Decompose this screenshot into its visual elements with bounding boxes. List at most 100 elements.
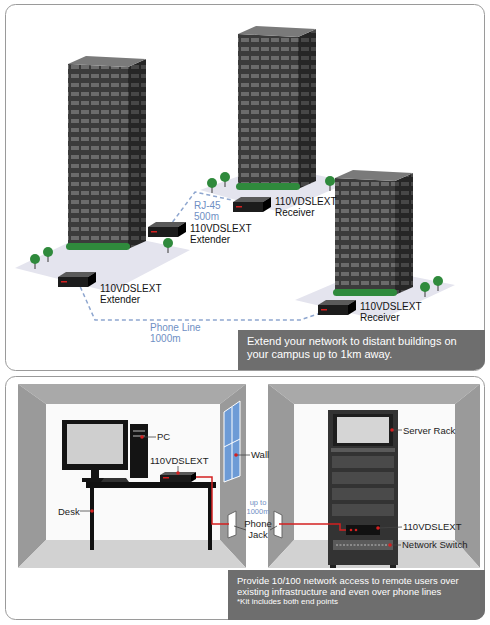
leader-dot	[390, 428, 394, 432]
building-roof	[238, 26, 316, 37]
device-light	[151, 231, 157, 233]
room-wall	[220, 384, 246, 568]
caption-text: Extend your network to distant buildings…	[247, 335, 476, 361]
part-label: Phone Jack	[243, 518, 273, 540]
caption-banner: Extend your network to distant buildings…	[238, 330, 485, 370]
monitor-stand	[91, 470, 99, 478]
part-label: Wall	[251, 449, 269, 460]
leader-dot	[388, 543, 392, 547]
device-box: 110VDSLEXT Extender	[58, 272, 96, 287]
device-box: 110VDSLEXT Extender	[148, 222, 186, 237]
link-label: RJ-45 500m	[194, 200, 228, 222]
caption-banner: Provide 10/100 network access to remote …	[228, 570, 485, 620]
tree-crown	[207, 178, 217, 188]
building-side	[395, 173, 413, 295]
network-switch	[333, 540, 393, 550]
part-label: 110VDSLEXT	[150, 455, 208, 466]
device-icon	[58, 272, 96, 287]
device-icon	[318, 300, 356, 315]
server-rack	[328, 410, 398, 565]
building-side	[298, 29, 316, 189]
rack-device	[346, 525, 380, 535]
building-front	[335, 178, 395, 295]
device-icon	[148, 222, 186, 237]
device-side	[88, 272, 96, 287]
desk-leg	[90, 488, 94, 550]
room-ceiling	[268, 384, 480, 404]
leader-dot	[176, 471, 180, 475]
hedge	[236, 183, 300, 190]
device-light	[355, 529, 358, 532]
monitor-screen	[67, 424, 123, 464]
device-front	[58, 277, 88, 287]
rack-unit	[332, 472, 394, 484]
building-front	[238, 34, 298, 189]
device-front	[160, 475, 191, 482]
leader-line	[142, 437, 156, 438]
cable-link	[173, 192, 233, 222]
rack-foot	[390, 565, 396, 568]
leader-dot	[90, 509, 94, 513]
monitor	[62, 420, 128, 470]
desk-top	[86, 482, 216, 488]
leader-line	[236, 455, 250, 456]
tree-crown	[220, 172, 230, 182]
link-label: Phone Line 1000m	[150, 322, 210, 344]
part-label: Network Switch	[402, 539, 467, 550]
hedge	[333, 289, 397, 296]
leader-dot	[376, 526, 380, 530]
device-side	[263, 197, 271, 212]
device-side	[191, 472, 196, 482]
network-cable	[196, 477, 229, 524]
tree-crown	[433, 276, 443, 286]
tree-crown	[163, 238, 173, 248]
device-light	[236, 206, 242, 208]
part-label: up to 1000m	[245, 498, 271, 516]
window-mullion	[224, 439, 240, 447]
device-box: 110VDSLEXT Receiver	[233, 197, 271, 212]
leader-line	[80, 511, 92, 512]
leader-dot	[234, 453, 238, 457]
hedge	[66, 243, 130, 250]
drive-bay	[133, 430, 145, 432]
device-light	[350, 529, 353, 532]
device-side	[178, 222, 186, 237]
window	[224, 401, 240, 482]
device-label: 110VDSLEXT Extender	[100, 283, 168, 305]
device-top	[160, 472, 196, 475]
device-front	[233, 202, 263, 212]
part-label: Desk	[58, 506, 80, 517]
room-wall	[268, 384, 294, 568]
back-wall	[46, 404, 220, 540]
panel-frame	[6, 377, 485, 620]
device-front	[148, 227, 178, 237]
rack-foot	[330, 565, 336, 568]
rack-shelf	[331, 448, 395, 452]
device-icon	[233, 197, 271, 212]
rack-unit	[332, 504, 394, 516]
device-light	[163, 477, 169, 479]
part-label: 110VDSLEXT	[403, 521, 461, 532]
caption-text: Provide 10/100 network access to remote …	[237, 575, 476, 597]
building-roof	[68, 56, 146, 67]
pc-tower	[130, 424, 148, 478]
device-label: 110VDSLEXT Extender	[190, 223, 258, 245]
device-side	[348, 300, 356, 315]
phone-jack	[228, 511, 236, 538]
room-wall	[18, 384, 46, 568]
part-label: PC	[157, 431, 170, 442]
caption-text: *Kit includes both end points	[237, 597, 476, 607]
rack-unit	[332, 488, 394, 500]
keyboard	[101, 478, 129, 482]
building-front	[68, 64, 128, 249]
tree-crown	[43, 247, 53, 257]
device-box: 110VDSLEXT Receiver	[318, 300, 356, 315]
building-side	[128, 59, 146, 249]
rack-screen	[337, 417, 389, 443]
switch-ports	[336, 545, 390, 546]
room-ceiling	[18, 384, 246, 404]
device-front	[318, 305, 348, 315]
device-label: 110VDSLEXT Receiver	[275, 196, 343, 218]
leader-dot	[140, 435, 144, 439]
